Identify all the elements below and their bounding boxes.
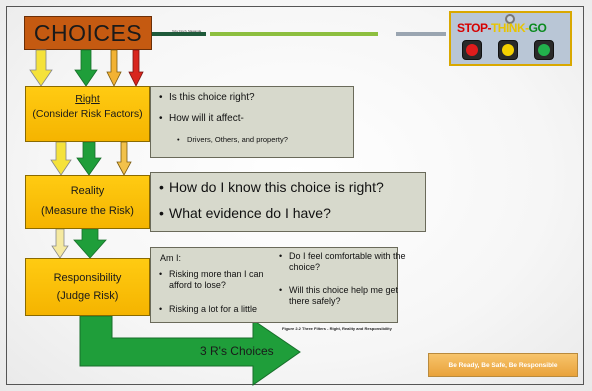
filter-right-box: Right (Consider Risk Factors): [25, 86, 150, 142]
header-bar-tiny-text: Toby Finch, Mawanda: [172, 29, 202, 33]
stop-think-go-title: STOP-THINK-GO: [457, 21, 547, 35]
responsibility-question-left-2: Risking a lot for a little: [157, 304, 287, 315]
mid-arrow-green: [76, 141, 102, 176]
right-question-sub: Drivers, Others, and property?: [175, 135, 288, 144]
stop-label: STOP-: [457, 21, 491, 35]
reality-question-1: How do I know this choice is right?: [157, 179, 384, 195]
top-arrow-yellow: [29, 49, 53, 87]
responsibility-question-right-1: Do I feel comfortable with the choice?: [277, 251, 407, 273]
red-light-icon: [462, 40, 482, 60]
filter-responsibility-subtitle: (Judge Risk): [56, 290, 119, 302]
big-green-arrow: [79, 315, 301, 386]
yellow-light-icon: [498, 40, 518, 60]
responsibility-question-right-2: Will this choice help me get there safel…: [277, 285, 407, 307]
responsibility-question-left-1: Risking more than I can afford to lose?: [157, 269, 287, 291]
top-arrow-red: [128, 49, 144, 87]
top-arrow-green: [74, 49, 98, 87]
right-questions-panel: Is this choice right? How will it affect…: [150, 86, 354, 158]
filter-right-title: Right: [75, 93, 100, 105]
header-bar-green: [210, 32, 378, 36]
reality-question-2: What evidence do I have?: [157, 205, 331, 221]
go-label: GO: [528, 21, 547, 35]
big-arrow-label: 3 R's Choices: [200, 344, 274, 358]
footer-banner: Be Ready, Be Safe, Be Responsible: [428, 353, 578, 377]
top-arrow-gold: [106, 49, 122, 87]
filter-right-subtitle: (Consider Risk Factors): [32, 108, 143, 120]
filter-reality-box: Reality (Measure the Risk): [25, 175, 150, 229]
filter-responsibility-title: Responsibility: [53, 272, 122, 284]
header-bar-gray: [396, 32, 446, 36]
mid-arrow-yellow: [50, 141, 72, 176]
mid-arrow-gold: [116, 141, 132, 176]
right-question-2: How will it affect-: [157, 113, 244, 124]
green-light-icon: [534, 40, 554, 60]
low-arrow-green: [73, 228, 107, 259]
filter-responsibility-box: Responsibility (Judge Risk): [25, 258, 150, 316]
low-arrow-yellow: [51, 228, 69, 259]
filter-reality-title: Reality: [70, 185, 105, 197]
filter-reality-subtitle: (Measure the Risk): [41, 205, 134, 217]
slide-frame: [6, 6, 584, 385]
stop-think-go-panel: STOP-THINK-GO: [449, 11, 572, 66]
responsibility-questions-panel: Am I: Risking more than I can afford to …: [150, 247, 406, 323]
choices-title: CHOICES: [24, 16, 152, 50]
header-bar-dark: [152, 32, 206, 36]
reality-questions-panel: How do I know this choice is right? What…: [150, 172, 426, 232]
responsibility-heading: Am I:: [160, 253, 182, 263]
hanger-ring-icon: [505, 14, 515, 24]
right-question-1: Is this choice right?: [157, 92, 255, 103]
think-label: THINK-: [490, 21, 529, 35]
figure-caption: Figure 2.2 Three Filters - Right, Realit…: [282, 326, 392, 331]
